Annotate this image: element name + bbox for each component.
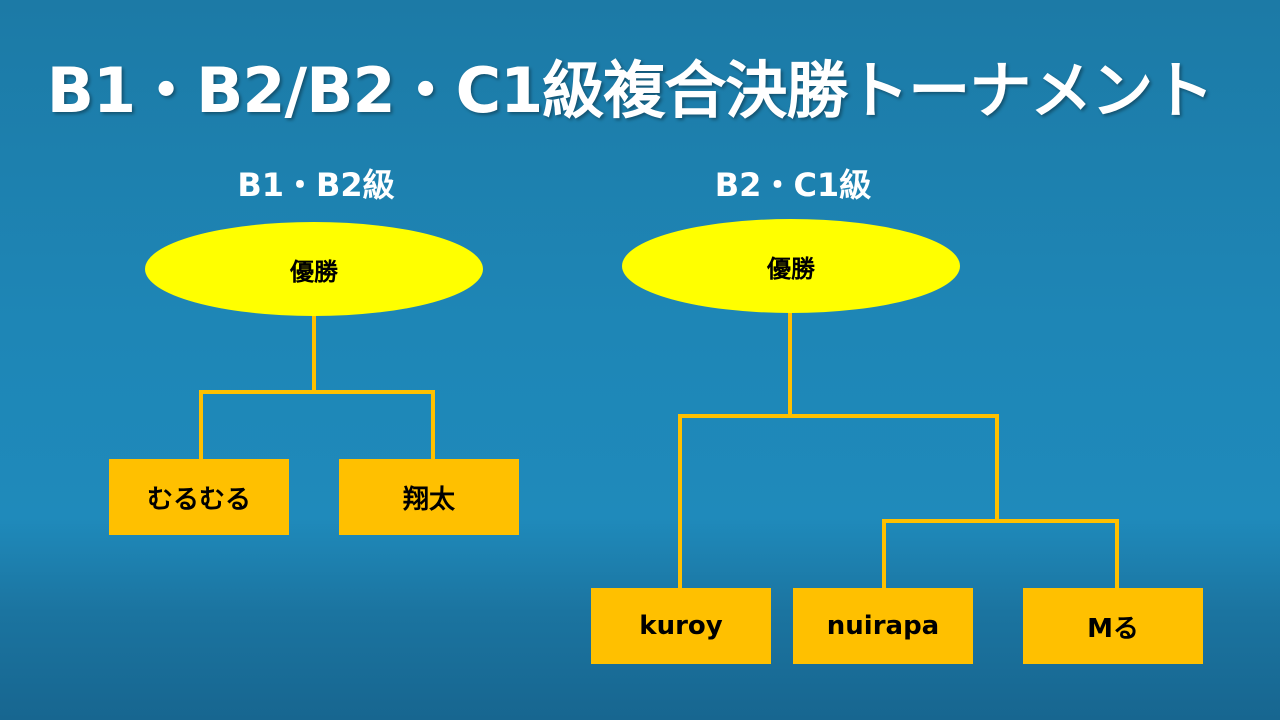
player-box: Mる: [1023, 588, 1203, 664]
bracket-heading-b1-b2: B1・B2級: [237, 166, 395, 204]
page-title: B1・B2/B2・C1級複合決勝トーナメント: [46, 54, 1214, 127]
player-box: kuroy: [591, 588, 771, 664]
player-box: nuirapa: [793, 588, 973, 664]
player-box: 翔太: [339, 459, 519, 535]
winner-node-b1-b2: 優勝: [145, 222, 483, 316]
bracket-line-right-split: [678, 414, 999, 588]
player-box: むるむる: [109, 459, 289, 535]
winner-node-b2-c1: 優勝: [622, 219, 960, 313]
bracket-line-right-sub-split: [882, 519, 1119, 588]
bracket-line-left-split: [199, 390, 435, 459]
bracket-heading-b2-c1: B2・C1級: [714, 166, 872, 204]
